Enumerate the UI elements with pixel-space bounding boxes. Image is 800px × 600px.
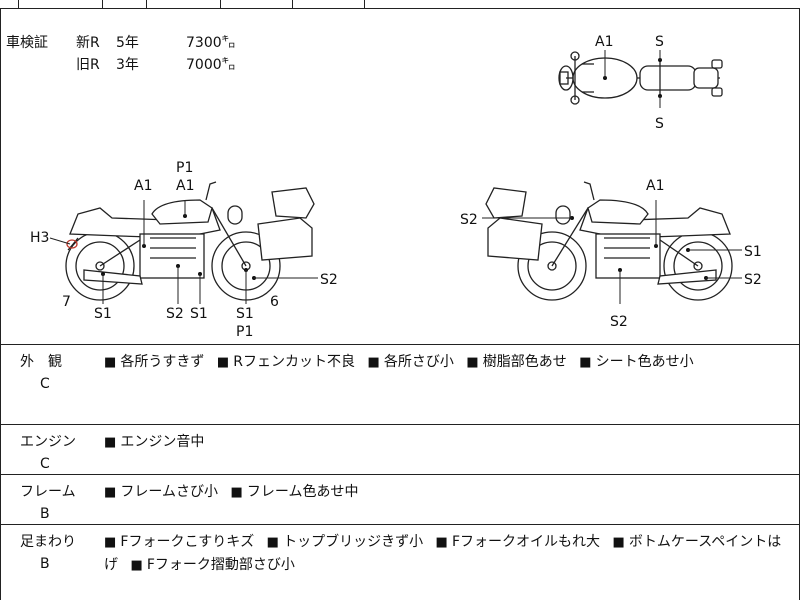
condition-item: 各所うすきず (104, 354, 204, 370)
diagram-label: A1 (646, 178, 664, 194)
diagram-label: A1 (595, 34, 613, 50)
inspection-km: 7300㌔ (186, 35, 236, 51)
inspection-row: 旧R 3年 7000㌔ (6, 54, 236, 76)
diagram-label: S2 (460, 212, 478, 228)
condition-item: 各所さび小 (367, 354, 453, 370)
strip-cell (146, 0, 221, 8)
inspection-mileage-block: 車検証 新R 5年 7300㌔ 旧R 3年 7000㌔ (6, 32, 236, 76)
condition-item: フレームさび小 (104, 484, 218, 500)
condition-section-exterior: 外 観 C 各所うすきず Rフェンカット不良 各所さび小 樹脂部色あせ シート色… (0, 344, 800, 424)
damage-diagram: A1 S S P1 A1 A1 H3 7 S1 S2 S1 S1 P (30, 34, 762, 340)
inspection-label: 車検証 (6, 35, 48, 51)
section-items: エンジン音中 (104, 431, 784, 454)
strip-cell (220, 0, 293, 8)
diagram-label: S (655, 34, 664, 50)
section-category: 外 観 (20, 354, 62, 370)
inspection-years: 3年 (116, 57, 139, 73)
section-items: 各所うすきず Rフェンカット不良 各所さび小 樹脂部色あせ シート色あせ小 (104, 351, 784, 374)
section-category: 足まわり (20, 534, 76, 550)
diagram-label: S1 (94, 306, 112, 322)
condition-item: Fフォークこすりキズ (104, 534, 254, 550)
motorcycle-right-view (485, 181, 733, 301)
diagram-label: 6 (270, 294, 279, 310)
diagram-label: H3 (30, 230, 49, 246)
condition-section-engine: エンジン C エンジン音中 (0, 424, 800, 474)
condition-section-frame: フレーム B フレームさび小 フレーム色あせ中 (0, 474, 800, 524)
diagram-label: S2 (320, 272, 338, 288)
section-category: エンジン (20, 434, 76, 450)
diagram-label: S2 (744, 272, 762, 288)
diagram-label: A1 (134, 178, 152, 194)
inspection-km: 7000㌔ (186, 57, 236, 73)
diagram-label: P1 (236, 324, 253, 340)
condition-item: エンジン音中 (104, 434, 204, 450)
motorcycle-left-view (65, 181, 315, 301)
condition-item: 樹脂部色あせ (466, 354, 566, 370)
top-view-markers (603, 58, 662, 98)
condition-item: フレーム色あせ中 (230, 484, 358, 500)
section-items: Fフォークこすりキズ トップブリッジきず小 Fフォークオイルもれ大 ボトムケース… (104, 531, 784, 577)
section-category: フレーム (20, 484, 76, 500)
section-grade: B (40, 556, 50, 572)
diagram-label: S1 (744, 244, 762, 260)
damage-marker-red (66, 239, 78, 249)
diagram-label: A1 (176, 178, 194, 194)
section-grade: B (40, 506, 50, 522)
diagram-label: S2 (610, 314, 628, 330)
section-items: フレームさび小 フレーム色あせ中 (104, 481, 784, 504)
condition-item: Fフォーク摺動部さび小 (130, 557, 294, 573)
motorcycle-top-view (558, 51, 723, 105)
diagram-label: S (655, 116, 664, 132)
top-table-strip (0, 0, 800, 9)
inspection-row: 車検証 新R 5年 7300㌔ (6, 32, 236, 54)
diagram-label: P1 (176, 160, 193, 176)
section-grade: C (40, 456, 50, 472)
diagram-label: S1 (236, 306, 254, 322)
inspection-years: 5年 (116, 35, 139, 51)
condition-item: Fフォークオイルもれ大 (436, 534, 600, 550)
strip-cell (18, 0, 103, 8)
section-grade: C (40, 376, 50, 392)
left-view-leaders (49, 200, 318, 304)
strip-cell (102, 0, 147, 8)
condition-item: Rフェンカット不良 (217, 354, 355, 370)
strip-cell (292, 0, 365, 8)
top-view-leaders (604, 50, 661, 108)
diagram-label: 7 (62, 294, 71, 310)
inspection-type: 新R (76, 35, 100, 51)
condition-item: シート色あせ小 (579, 354, 693, 370)
diagram-label: S1 (190, 306, 208, 322)
diagram-label: S2 (166, 306, 184, 322)
strip-cell (0, 0, 19, 8)
inspection-type: 旧R (76, 57, 100, 73)
right-view-leaders (482, 200, 742, 304)
condition-item: トップブリッジきず小 (267, 534, 423, 550)
condition-section-suspension: 足まわり B Fフォークこすりキズ トップブリッジきず小 Fフォークオイルもれ大… (0, 524, 800, 600)
